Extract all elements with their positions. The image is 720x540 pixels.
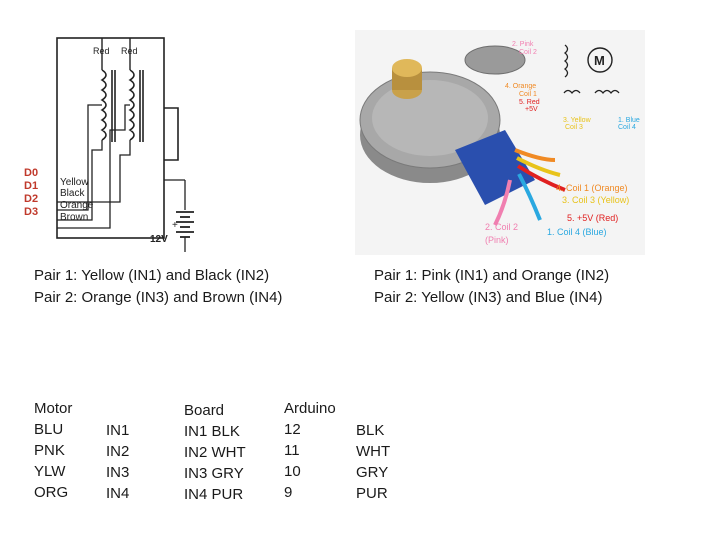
coil1-bottom: Coil 1 xyxy=(519,91,537,98)
color-cell: PUR xyxy=(356,485,388,502)
wire-label-5v: 5. +5V (Red) xyxy=(567,213,618,223)
coil-4-symbol xyxy=(594,89,620,95)
board-cell: IN1 BLK xyxy=(184,423,240,440)
wire-label-orange: Orange xyxy=(60,200,94,211)
pairs-left-2: Pair 2: Orange (IN3) and Brown (IN4) xyxy=(34,289,283,306)
motor-illustration: M 2. Pink Coil 2 4. Orange Coil 1 5. Red… xyxy=(355,30,645,255)
mount-tab-top xyxy=(464,45,526,75)
motor-symbol-label: M xyxy=(594,53,605,68)
wire-label-coil3: 3. Coil 3 (Yellow) xyxy=(562,195,629,205)
wire-pink xyxy=(493,179,512,226)
column-in: IN1 IN2 IN3 IN4 xyxy=(106,420,129,504)
wire-label-yellow: Yellow xyxy=(60,177,89,188)
red-top: 5. Red xyxy=(519,99,540,106)
pairs-right-2: Pair 2: Yellow (IN3) and Blue (IN4) xyxy=(374,289,603,306)
in-cell: IN3 xyxy=(106,464,130,481)
arduino-cell: 12 xyxy=(284,421,301,438)
arduino-cell: 9 xyxy=(284,484,293,501)
wire-label-brown: Brown xyxy=(60,212,88,223)
red-bottom: +5V xyxy=(525,106,538,113)
board-cell: IN2 WHT xyxy=(184,444,246,461)
wire-label-black: Black xyxy=(60,188,85,199)
column-arduino: Arduino 12 11 10 9 xyxy=(284,398,336,503)
pin-label-d0: D0 xyxy=(24,167,38,179)
arduino-header: Arduino xyxy=(284,400,336,417)
wire-yellow xyxy=(516,156,561,177)
coil2-bottom: Coil 2 xyxy=(519,49,537,56)
column-colors: BLK WHT GRY PUR xyxy=(356,420,390,504)
coil-top-label-red-2: Red xyxy=(121,46,138,56)
wire-orange xyxy=(514,148,556,162)
coil3-bottom: Coil 3 xyxy=(565,124,583,131)
coil1-top: 4. Orange xyxy=(505,83,536,90)
stepper-schematic: Yellow Black Orange Brown Red Red D0 D1 … xyxy=(24,37,194,252)
coil2-top: 2. Pink xyxy=(512,41,534,48)
board-header: Board xyxy=(184,402,225,419)
in-cell: IN1 xyxy=(106,422,130,439)
column-board: Board IN1 BLK IN2 WHT IN3 GRY IN4 PUR xyxy=(184,400,246,505)
color-cell: GRY xyxy=(356,464,389,481)
battery-plus: + xyxy=(172,220,178,231)
coil-top-label-red-1: Red xyxy=(93,46,110,56)
motor-header: Motor xyxy=(34,400,73,417)
motor-shaft-bracket xyxy=(164,107,179,161)
wire-label-coil4: 1. Coil 4 (Blue) xyxy=(547,227,607,237)
wire-label-coil1: 4. Coil 1 (Orange) xyxy=(556,183,628,193)
motor-cell: YLW xyxy=(34,463,66,480)
pairs-left-1: Pair 1: Yellow (IN1) and Black (IN2) xyxy=(34,267,270,284)
board-cell: IN3 GRY xyxy=(184,465,244,482)
coil-a xyxy=(100,69,107,141)
wire-red xyxy=(516,164,566,192)
coil3-top: 3. Yellow xyxy=(563,117,592,124)
in-cell: IN2 xyxy=(106,443,130,460)
supply-voltage: 12V xyxy=(150,234,168,245)
motor-cell: BLU xyxy=(34,421,64,438)
coil-b xyxy=(128,69,135,141)
in-cell: IN4 xyxy=(106,485,130,502)
coil4-bottom: Coil 4 xyxy=(618,124,636,131)
color-cell: BLK xyxy=(356,422,385,439)
coil4-top: 1. Blue xyxy=(618,117,640,124)
motor-cell: ORG xyxy=(34,484,69,501)
pin-label-d1: D1 xyxy=(24,180,38,192)
coil-2-symbol xyxy=(563,44,569,78)
column-motor: Motor BLU PNK YLW ORG xyxy=(34,398,72,503)
connector-housing xyxy=(455,130,535,205)
schematic-frame xyxy=(56,37,165,239)
board-cell: IN4 PUR xyxy=(184,486,244,503)
pin-label-d3: D3 xyxy=(24,206,38,218)
color-cell: WHT xyxy=(356,443,391,460)
arduino-cell: 11 xyxy=(284,442,300,459)
wire-label-coil2: 2. Coil 2 xyxy=(485,222,518,232)
motor-cell: PNK xyxy=(34,442,65,459)
wire-blue xyxy=(517,173,542,221)
motor-symbol xyxy=(587,47,613,73)
arduino-cell: 10 xyxy=(284,463,301,480)
wire-label-pink: (Pink) xyxy=(485,235,509,245)
pairs-right-1: Pair 1: Pink (IN1) and Orange (IN2) xyxy=(374,267,610,284)
pin-label-d2: D2 xyxy=(24,193,38,205)
